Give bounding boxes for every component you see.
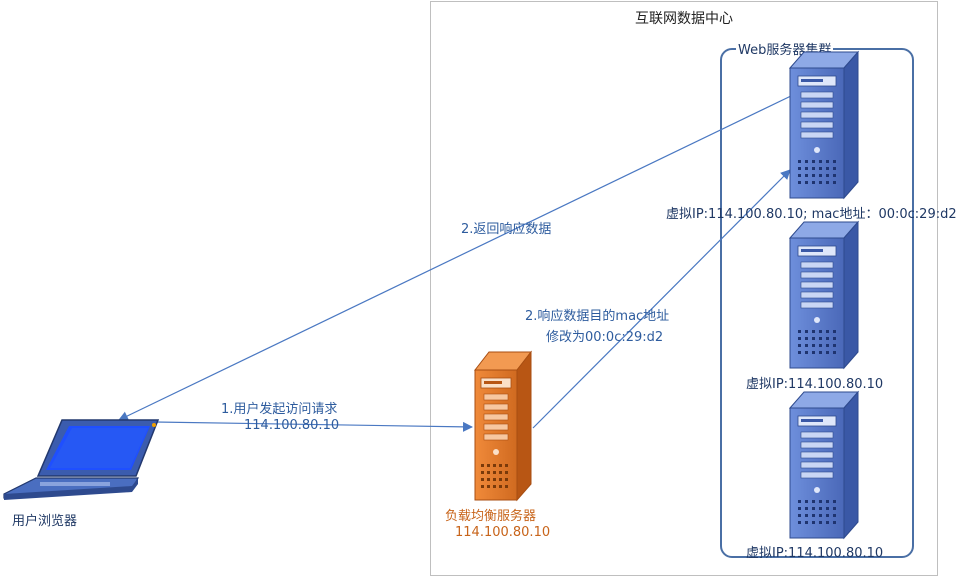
- load-balancer-server-icon: [473, 350, 533, 502]
- response-arrow: [118, 94, 794, 421]
- request-arrow-ip: 114.100.80.10: [244, 418, 340, 433]
- response-arrow-label: 2.返回响应数据: [461, 222, 552, 237]
- client-label: 用户浏览器: [12, 514, 78, 529]
- datacenter-title: 互联网数据中心: [635, 11, 733, 27]
- laptop-icon: [3, 419, 160, 500]
- web-server-1-icon: [788, 50, 860, 200]
- forward-arrow-label: 2.响应数据目的mac地址: [525, 309, 670, 324]
- web-server-2-icon: [788, 220, 860, 370]
- load-balancer-ip: 114.100.80.10: [455, 525, 551, 540]
- web-server-1-label: 虚拟IP:114.100.80.10; mac地址：00:0c:29:d2: [666, 207, 957, 222]
- forward-arrow: [532, 169, 791, 429]
- datacenter-frame: [430, 1, 938, 576]
- web-server-3-icon: [788, 390, 860, 540]
- forward-arrow-mac: 修改为00:0c:29:d2: [546, 330, 664, 345]
- load-balancer-label: 负载均衡服务器: [445, 509, 537, 524]
- web-server-3-label: 虚拟IP:114.100.80.10: [746, 546, 884, 561]
- request-arrow-label: 1.用户发起访问请求: [221, 402, 338, 417]
- web-server-2-label: 虚拟IP:114.100.80.10: [746, 377, 884, 392]
- request-arrow: [154, 421, 473, 432]
